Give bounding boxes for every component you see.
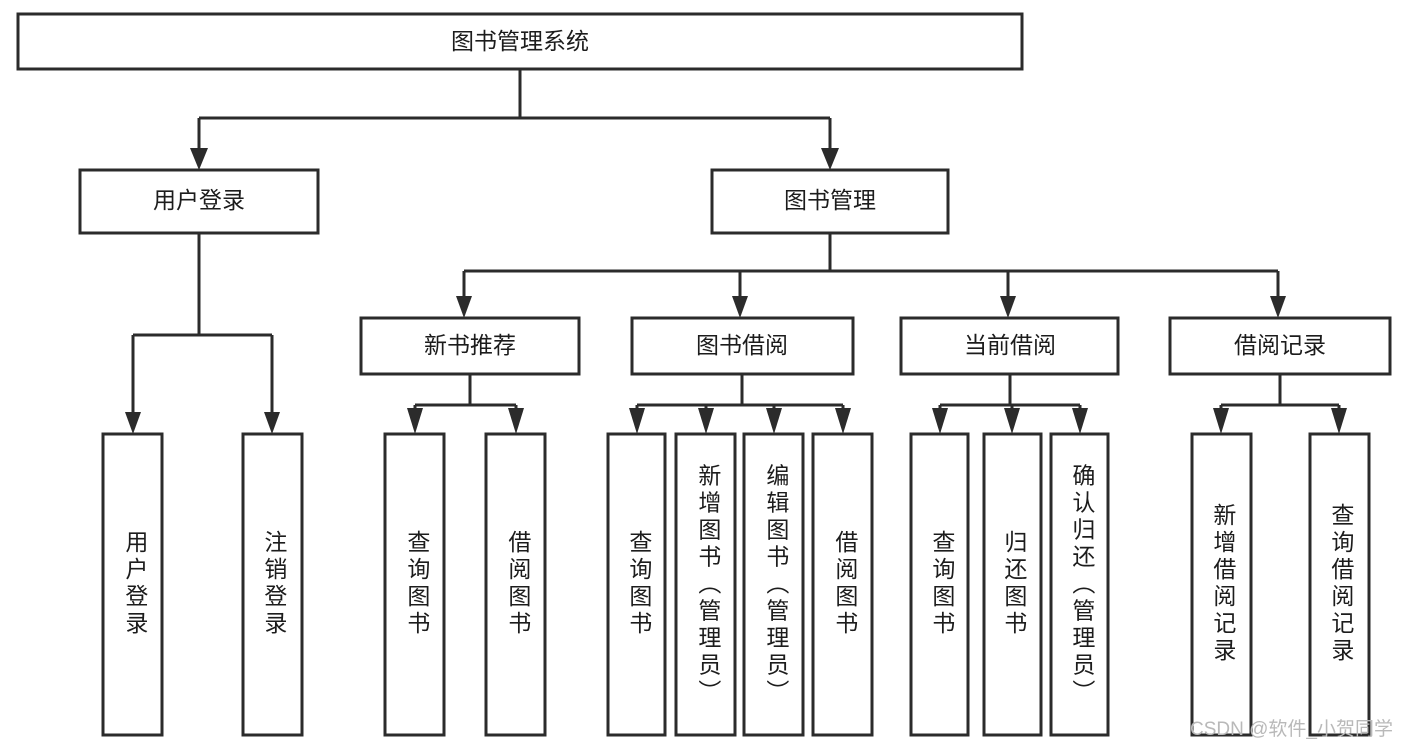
node-book-borrow[interactable]: 图书借阅 — [630, 316, 855, 376]
new-book-recommend-box[interactable] — [359, 316, 581, 376]
node-leaf-add-record[interactable]: 新增借阅记录 — [1190, 432, 1253, 737]
leaf-return-book-box[interactable] — [982, 432, 1043, 737]
node-leaf-confirm-return[interactable]: 确认归还（管理员） — [1049, 432, 1110, 737]
borrow-record-label: 借阅记录 — [1234, 332, 1326, 358]
book-manage-box[interactable] — [710, 168, 950, 235]
arrowhead-leaf-confirm-return — [1072, 408, 1088, 434]
leaf-confirm-return-box[interactable] — [1049, 432, 1110, 737]
node-leaf-user-logout[interactable]: 注销登录 — [241, 432, 304, 737]
arrowhead-leaf-edit-book — [766, 408, 782, 434]
leaf-query-book-2-box[interactable] — [606, 432, 667, 737]
node-user-login[interactable]: 用户登录 — [78, 168, 320, 235]
arrowhead-leaf-user-login — [125, 412, 141, 434]
arrowhead-leaf-borrow-book-1 — [508, 408, 524, 434]
node-borrow-record[interactable]: 借阅记录 — [1168, 316, 1392, 376]
arrowhead-book-borrow — [732, 296, 748, 318]
arrowhead-leaf-borrow-book-2 — [835, 408, 851, 434]
node-leaf-user-login[interactable]: 用户登录 — [101, 432, 164, 737]
user-login-box[interactable] — [78, 168, 320, 235]
leaf-edit-book-label: 编辑图书（管理员） — [763, 464, 790, 707]
leaf-user-logout-box[interactable] — [241, 432, 304, 737]
root-label: 图书管理系统 — [451, 28, 589, 54]
arrowhead-leaf-query-book-2 — [629, 408, 645, 434]
leaf-edit-book-box[interactable] — [742, 432, 805, 737]
node-leaf-query-book-3[interactable]: 查询图书 — [909, 432, 970, 737]
arrowhead-leaf-query-record — [1331, 408, 1347, 434]
book-borrow-label: 图书借阅 — [696, 332, 788, 358]
leaf-borrow-book-1-label: 借阅图书 — [505, 530, 532, 638]
arrowhead-borrow-record — [1270, 296, 1286, 318]
node-leaf-edit-book[interactable]: 编辑图书（管理员） — [742, 432, 805, 737]
leaf-query-book-3-label: 查询图书 — [929, 530, 956, 638]
leaf-user-logout-label: 注销登录 — [261, 530, 288, 638]
arrowhead-book-manage — [821, 148, 839, 170]
leaf-return-book-label: 归还图书 — [1001, 530, 1028, 638]
leaf-user-login-box[interactable] — [101, 432, 164, 737]
leaf-add-book-label: 新增图书（管理员） — [695, 464, 722, 707]
node-leaf-add-book[interactable]: 新增图书（管理员） — [674, 432, 737, 737]
arrowhead-new-book-recommend — [456, 296, 472, 318]
node-current-borrow[interactable]: 当前借阅 — [899, 316, 1120, 376]
book-manage-label: 图书管理 — [784, 187, 876, 213]
node-leaf-borrow-book-1[interactable]: 借阅图书 — [484, 432, 547, 737]
user-login-label: 用户登录 — [153, 187, 245, 213]
current-borrow-label: 当前借阅 — [964, 332, 1056, 358]
leaf-query-record-box[interactable] — [1308, 432, 1371, 737]
leaf-add-record-label: 新增借阅记录 — [1210, 503, 1237, 665]
borrow-record-box[interactable] — [1168, 316, 1392, 376]
node-leaf-query-record[interactable]: 查询借阅记录 — [1308, 432, 1371, 737]
node-leaf-query-book-2[interactable]: 查询图书 — [606, 432, 667, 737]
node-book-manage[interactable]: 图书管理 — [710, 168, 950, 235]
arrowhead-leaf-return-book — [1004, 408, 1020, 434]
node-root[interactable]: 图书管理系统 — [16, 12, 1024, 71]
book-borrow-box[interactable] — [630, 316, 855, 376]
new-book-recommend-label: 新书推荐 — [424, 332, 516, 358]
node-leaf-borrow-book-2[interactable]: 借阅图书 — [811, 432, 874, 737]
node-new-book-recommend[interactable]: 新书推荐 — [359, 316, 581, 376]
leaf-add-book-box[interactable] — [674, 432, 737, 737]
arrowhead-current-borrow — [1000, 296, 1016, 318]
arrowhead-leaf-add-record — [1213, 408, 1229, 434]
arrowhead-leaf-add-book — [698, 408, 714, 434]
leaf-borrow-book-2-label: 借阅图书 — [832, 530, 859, 638]
leaf-query-book-1-label: 查询图书 — [404, 530, 431, 638]
arrowhead-leaf-query-book-1 — [407, 408, 423, 434]
root-box[interactable] — [16, 12, 1024, 71]
leaf-query-record-label: 查询借阅记录 — [1328, 503, 1355, 665]
leaf-query-book-1-box[interactable] — [383, 432, 446, 737]
node-leaf-query-book-1[interactable]: 查询图书 — [383, 432, 446, 737]
current-borrow-box[interactable] — [899, 316, 1120, 376]
leaf-confirm-return-label: 确认归还（管理员） — [1069, 464, 1096, 707]
arrowhead-leaf-query-book-3 — [932, 408, 948, 434]
leaf-user-login-label: 用户登录 — [122, 530, 149, 638]
leaf-borrow-book-1-box[interactable] — [484, 432, 547, 737]
node-leaf-return-book[interactable]: 归还图书 — [982, 432, 1043, 737]
leaf-query-book-2-label: 查询图书 — [626, 530, 653, 638]
arrowhead-leaf-user-logout — [264, 412, 280, 434]
leaf-borrow-book-2-box[interactable] — [811, 432, 874, 737]
arrowhead-user-login — [190, 148, 208, 170]
leaf-query-book-3-box[interactable] — [909, 432, 970, 737]
connector-layer — [125, 69, 1347, 434]
leaf-add-record-box[interactable] — [1190, 432, 1253, 737]
